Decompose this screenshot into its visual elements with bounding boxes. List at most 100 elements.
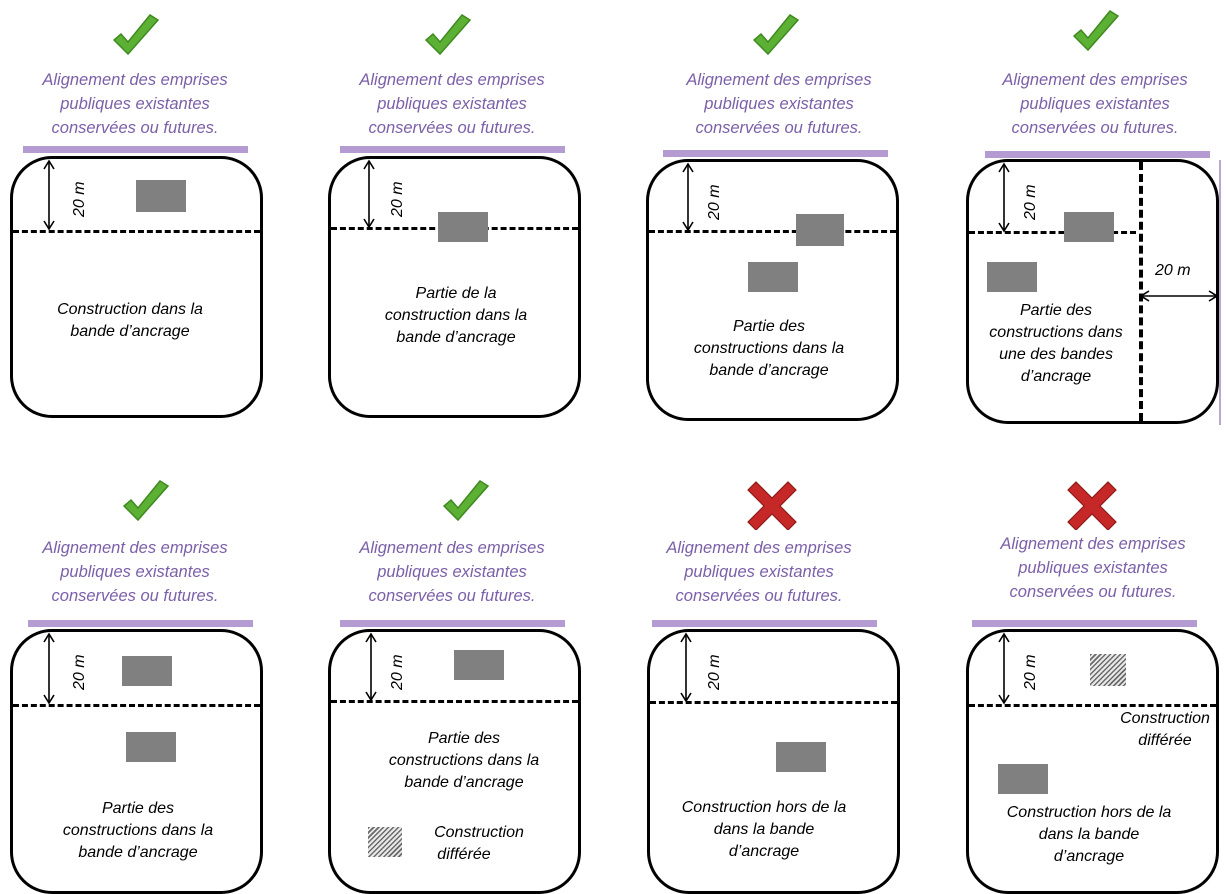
parcel: 20 m Construction hors de la dans la ban… [647,629,900,894]
dimension-arrow [363,159,375,229]
anchoring-band-limit [969,231,1136,234]
alignment-label-line: conservées ou futures. [1011,119,1179,137]
panel-caption: Construction hors de la dans la bande d’… [682,797,847,863]
caption-line: Construction [1120,710,1210,727]
building [776,742,826,772]
alignment-label-line: Alignement des emprises [686,71,872,89]
alignment-label: Alignement des emprises publiques exista… [327,536,577,608]
deferred-building [368,827,402,857]
alignment-label-line: Alignement des emprises [359,71,545,89]
alignment-label-line: Alignement des emprises [359,539,545,557]
dimension-arrow [43,632,55,705]
check-icon [752,14,800,56]
cross-icon [747,481,797,530]
anchoring-band-limit [13,704,260,707]
dimension-label: 20 m [71,181,88,217]
caption-line: bande d’ancrage [70,323,190,340]
alignment-label: Alignement des emprises publiques exista… [327,68,577,140]
alignment-label-line: conservées ou futures. [1009,583,1177,601]
alignment-line [972,620,1197,627]
parcel: 20 m Partie des constructions dans la ba… [10,629,263,894]
caption-line: constructions dans la [62,822,214,839]
caption-line: Partie des [427,730,501,747]
caption-line: une des bandes [999,346,1113,363]
alignment-label-line: publiques existantes [377,95,527,113]
parcel: 20 m Construction dans la bande d’ancrag… [10,156,263,418]
building [126,732,176,762]
anchoring-band-limit [331,700,578,703]
dimension-label: 20 m [389,654,406,690]
caption-line: d’ancrage [1020,368,1092,385]
alignment-line [23,146,248,153]
alignment-label-line: conservées ou futures. [368,119,536,137]
alignment-label-line: conservées ou futures. [51,119,219,137]
alignment-label-line: publiques existantes [704,95,854,113]
anchoring-band-limit [650,701,897,704]
building [1064,212,1114,242]
check-icon [122,480,170,522]
caption-line: constructions dans la [388,752,540,769]
check-icon [1072,10,1120,52]
alignment-label: Alignement des emprises publiques exista… [10,536,260,608]
caption-line: Construction hors de la [1006,804,1172,821]
building [998,764,1048,794]
caption-line: dans la bande [713,821,815,838]
caption-line: Construction dans la [57,301,203,318]
anchoring-band-limit [969,704,1216,707]
parcel: 20 m Partie de la construction dans la b… [328,156,581,418]
parcel: 20 m Construction différée Construction … [966,629,1219,894]
alignment-line [663,150,888,157]
dimension-label: 20 m [1022,184,1039,220]
caption-line: Partie des [732,318,806,335]
caption-line: Partie des [1019,302,1093,319]
dimension-arrow [682,162,694,232]
building [987,262,1037,292]
parcel: 20 m Partie des constructions dans la ba… [646,159,899,421]
panel-caption: Partie des constructions dans une des ba… [989,300,1122,388]
alignment-label: Alignement des emprises publiques exista… [654,68,904,140]
deferred-caption: Construction différée [1120,708,1210,752]
dimension-arrow [365,632,377,702]
alignment-label-line: Alignement des emprises [666,539,852,557]
anchoring-band-limit [649,230,896,233]
parcel: 20 m 20 m Partie des constructions dans … [966,159,1219,424]
alignment-label-line: publiques existantes [1020,95,1170,113]
panel-caption: Construction hors de la dans la bande d’… [1007,802,1172,868]
dimension-label: 20 m [389,181,406,217]
cross-icon [1067,481,1117,530]
dimension-label: 20 m [1155,262,1191,279]
caption-line: construction dans la [384,307,528,324]
caption-line: différée [1138,732,1192,749]
building [454,650,504,680]
caption-line: différée [437,846,491,863]
caption-line: dans la bande [1038,826,1140,843]
caption-line: d’ancrage [1053,848,1125,865]
dimension-arrow [998,632,1010,705]
caption-line: bande d’ancrage [78,844,198,861]
building [136,180,186,212]
alignment-line [340,620,565,627]
panel-caption: Construction dans la bande d’ancrage [57,299,203,343]
building [438,212,488,242]
alignment-label-line: publiques existantes [60,563,210,581]
caption-line: constructions dans la [693,340,845,357]
caption-line: Partie de la [415,285,497,302]
caption-line: d’ancrage [728,843,800,860]
alignment-label-line: publiques existantes [684,563,834,581]
alignment-label-line: Alignement des emprises [1000,535,1186,553]
dimension-arrow [998,162,1010,233]
dimension-label: 20 m [1022,654,1039,690]
alignment-line [652,620,877,627]
deferred-caption: Construction différée [434,822,524,866]
alignment-label: Alignement des emprises publiques exista… [970,68,1220,140]
alignment-label-line: conservées ou futures. [675,587,843,605]
caption-line: bande d’ancrage [396,329,516,346]
dimension-arrow [1139,290,1216,302]
alignment-line-side [1219,160,1221,425]
building [122,656,172,686]
alignment-label-line: conservées ou futures. [51,587,219,605]
dimension-label: 20 m [706,184,723,220]
building [796,214,844,246]
alignment-label-line: conservées ou futures. [695,119,863,137]
alignment-label-line: publiques existantes [1018,559,1168,577]
